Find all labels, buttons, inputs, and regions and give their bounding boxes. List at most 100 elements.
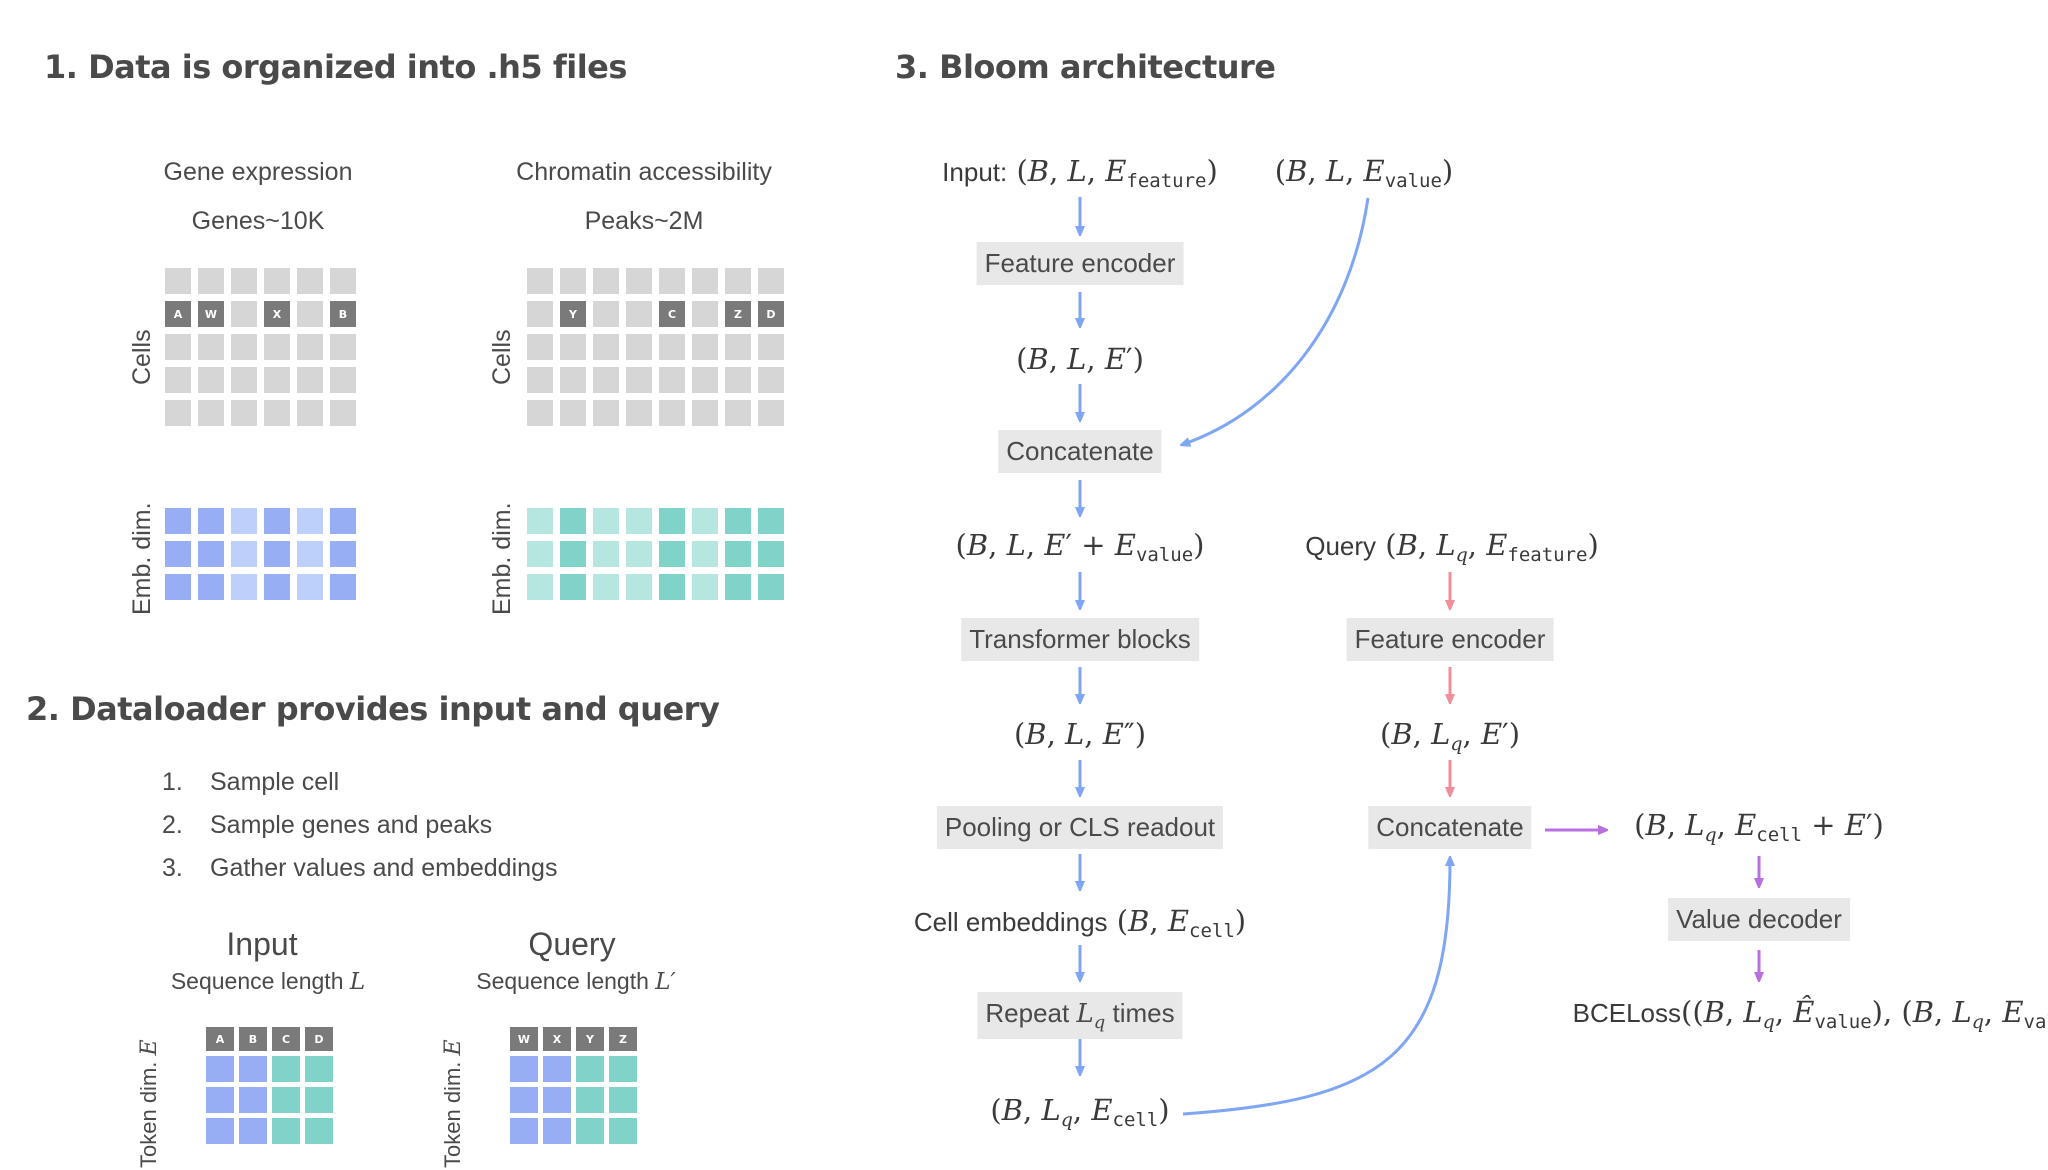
embedding-cell	[165, 574, 191, 600]
matrix-cell	[231, 301, 257, 327]
section3-title: 3. Bloom architecture	[895, 48, 1276, 86]
token-cell	[272, 1118, 300, 1144]
embedding-cell	[297, 541, 323, 567]
matrix-cell	[527, 268, 553, 294]
matrix-cell	[758, 400, 784, 426]
matrix-cell	[297, 334, 323, 360]
embedding-cell	[758, 541, 784, 567]
embedding-cell	[297, 508, 323, 534]
matrix-cell	[527, 334, 553, 360]
token-header-cell: Z	[609, 1027, 637, 1051]
embedding-cell	[330, 574, 356, 600]
matrix-cell	[297, 367, 323, 393]
embedding-cell	[330, 541, 356, 567]
matrix-cell	[198, 334, 224, 360]
token-cell	[239, 1118, 267, 1144]
embedding-cell	[593, 508, 619, 534]
embedding-cell	[725, 508, 751, 534]
embedding-cell	[198, 508, 224, 534]
embedding-cell	[264, 541, 290, 567]
embedding-cell	[626, 574, 652, 600]
token-header-cell: A	[206, 1027, 234, 1051]
matrix-cell	[626, 268, 652, 294]
embedding-cell	[560, 541, 586, 567]
token-cell: Z	[725, 301, 751, 327]
matrix-cell	[626, 301, 652, 327]
matrix-cell	[297, 301, 323, 327]
matrix-cell	[659, 334, 685, 360]
embedding-cell	[231, 541, 257, 567]
query-concat-shape: (B, Lq, Ecell + E′)	[1634, 808, 1884, 846]
matrix-cell	[758, 334, 784, 360]
repeated-cell-shape: (B, Lq, Ecell)	[990, 1093, 1170, 1131]
embedding-cell	[527, 574, 553, 600]
section2-title: 2. Dataloader provides input and query	[26, 690, 720, 728]
embedding-cell	[626, 541, 652, 567]
embedding-cell	[297, 574, 323, 600]
value-shape: (B, L, Evalue)	[1274, 154, 1454, 192]
genes-count-label: Genes~10K	[191, 207, 325, 235]
embedding-cell	[264, 574, 290, 600]
token-cell	[609, 1087, 637, 1113]
token-cell: D	[758, 301, 784, 327]
token-cell	[609, 1056, 637, 1082]
embedding-cell	[198, 574, 224, 600]
list-item: 3. Gather values and embeddings	[162, 854, 558, 882]
token-header-cell: W	[510, 1027, 538, 1051]
matrix-cell	[330, 268, 356, 294]
embedding-cell	[560, 574, 586, 600]
matrix-cell	[198, 268, 224, 294]
matrix-cell	[264, 367, 290, 393]
token-cell	[543, 1118, 571, 1144]
token-cell	[543, 1087, 571, 1113]
token-cell	[305, 1056, 333, 1082]
loss-expression: BCELoss((B, Lq, Êvalue), (B, Lq, Evalue)…	[1572, 995, 2048, 1033]
repeat-box: Repeat Lq times	[977, 992, 1183, 1039]
token-cell	[576, 1056, 604, 1082]
feature-encoder-box: Feature encoder	[976, 242, 1184, 285]
token-header-cell: D	[305, 1027, 333, 1051]
token-header-cell: X	[543, 1027, 571, 1051]
cell-embeddings-shape: Cell embeddings (B, Ecell)	[913, 904, 1247, 942]
token-cell	[239, 1056, 267, 1082]
embedding-cell	[527, 508, 553, 534]
embedding-cell	[626, 508, 652, 534]
matrix-cell	[198, 400, 224, 426]
transformer-shape: (B, L, E″)	[1013, 717, 1147, 751]
matrix-cell	[659, 400, 685, 426]
matrix-cell	[330, 400, 356, 426]
embedding-cell	[659, 574, 685, 600]
matrix-cell	[725, 400, 751, 426]
embedding-cell	[231, 574, 257, 600]
token-cell	[206, 1118, 234, 1144]
transformer-blocks-box: Transformer blocks	[961, 618, 1199, 661]
embedding-cell	[593, 541, 619, 567]
chromatin-embedding-matrix	[527, 508, 784, 600]
matrix-cell	[593, 400, 619, 426]
matrix-cell	[231, 334, 257, 360]
embedding-cell	[231, 508, 257, 534]
matrix-cell	[264, 334, 290, 360]
list-item: 2. Sample genes and peaks	[162, 811, 493, 839]
matrix-cell	[626, 367, 652, 393]
embedding-cell	[758, 574, 784, 600]
embedding-cell	[560, 508, 586, 534]
matrix-cell	[593, 301, 619, 327]
matrix-cell	[231, 400, 257, 426]
matrix-cell	[330, 334, 356, 360]
matrix-cell	[593, 334, 619, 360]
dataloader-steps: 1. Sample cell 2. Sample genes and peaks…	[162, 768, 557, 897]
matrix-cell	[165, 334, 191, 360]
token-cell: A	[165, 301, 191, 327]
matrix-cell	[692, 334, 718, 360]
query-concatenate-box: Concatenate	[1368, 806, 1532, 849]
token-cell	[305, 1118, 333, 1144]
embedding-cell	[198, 541, 224, 567]
query-subtitle: Sequence length L′	[476, 968, 676, 995]
gene-expression-title: Gene expression	[163, 158, 353, 186]
matrix-cell	[330, 367, 356, 393]
gene-embedding-matrix	[165, 508, 356, 600]
